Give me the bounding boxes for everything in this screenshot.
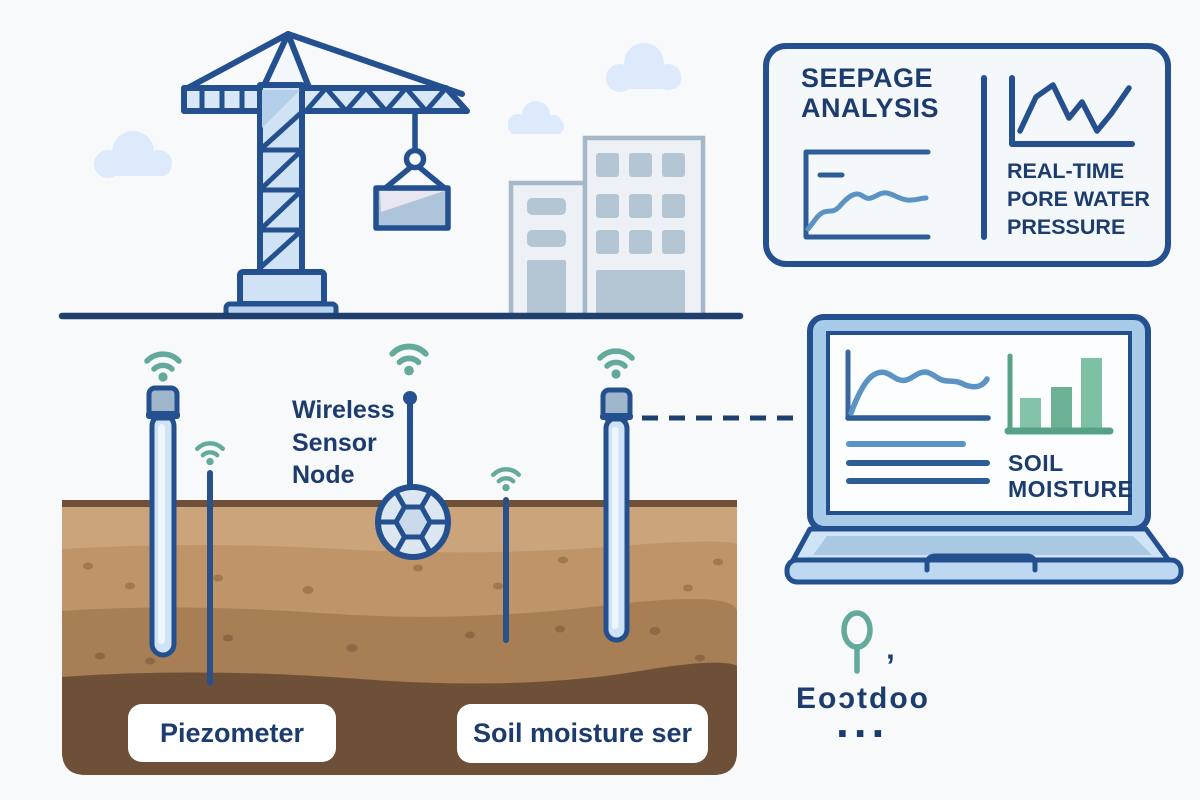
crane-icon	[181, 31, 470, 319]
ellipsis-text: ...	[836, 695, 890, 747]
wireless-sensor-ball-icon	[375, 347, 451, 560]
sensor-rod-icon	[197, 443, 223, 686]
seepage-panel-title: SEEPAGE ANALYSIS	[801, 63, 940, 123]
sensor-rod-icon	[493, 469, 519, 643]
wireless-sensor-node-label: Wireless Sensor Node	[292, 396, 395, 489]
line-chart-icon	[1009, 75, 1135, 147]
garbled-caption-accent: ’	[886, 648, 895, 684]
seepage-panel-caption: REAL-TIME PORE WATER PRESSURE	[1007, 159, 1150, 239]
cloud-icons	[94, 43, 681, 178]
building-icon-small	[508, 180, 588, 319]
soil-moisture-screen-label: SOIL MOISTURE	[1008, 450, 1134, 503]
soil-speckles-lower	[95, 625, 705, 665]
screen-line-chart	[845, 349, 991, 421]
soil-moisture-sensor-label: Soil moisture ser	[457, 704, 708, 763]
piezometer-label: Piezometer	[128, 704, 336, 762]
piezometer-label-text: Piezometer	[159, 717, 305, 748]
cloud-icon	[508, 101, 564, 134]
pin-icon	[841, 610, 873, 674]
laptop-icon	[784, 314, 1184, 585]
garbled-caption-text: Eoɔtdoo	[796, 682, 930, 715]
area-chart-icon	[803, 149, 931, 240]
screen-bar-chart	[1004, 353, 1114, 435]
piezometer-probe-icon	[600, 351, 633, 643]
piezometer-probe-icon	[146, 354, 180, 658]
building-icons	[508, 135, 706, 319]
laptop-base	[784, 526, 1184, 585]
soil-moisture-sensor-label-text: Soil moisture ser	[472, 718, 693, 748]
screen-text-lines	[846, 441, 990, 484]
cloud-icon	[606, 43, 681, 92]
building-icon-tall	[582, 135, 706, 319]
crane-hook	[373, 108, 451, 231]
seepage-panel	[763, 43, 1171, 267]
trackpad-notch	[924, 553, 1038, 573]
cloud-icon	[94, 131, 172, 178]
